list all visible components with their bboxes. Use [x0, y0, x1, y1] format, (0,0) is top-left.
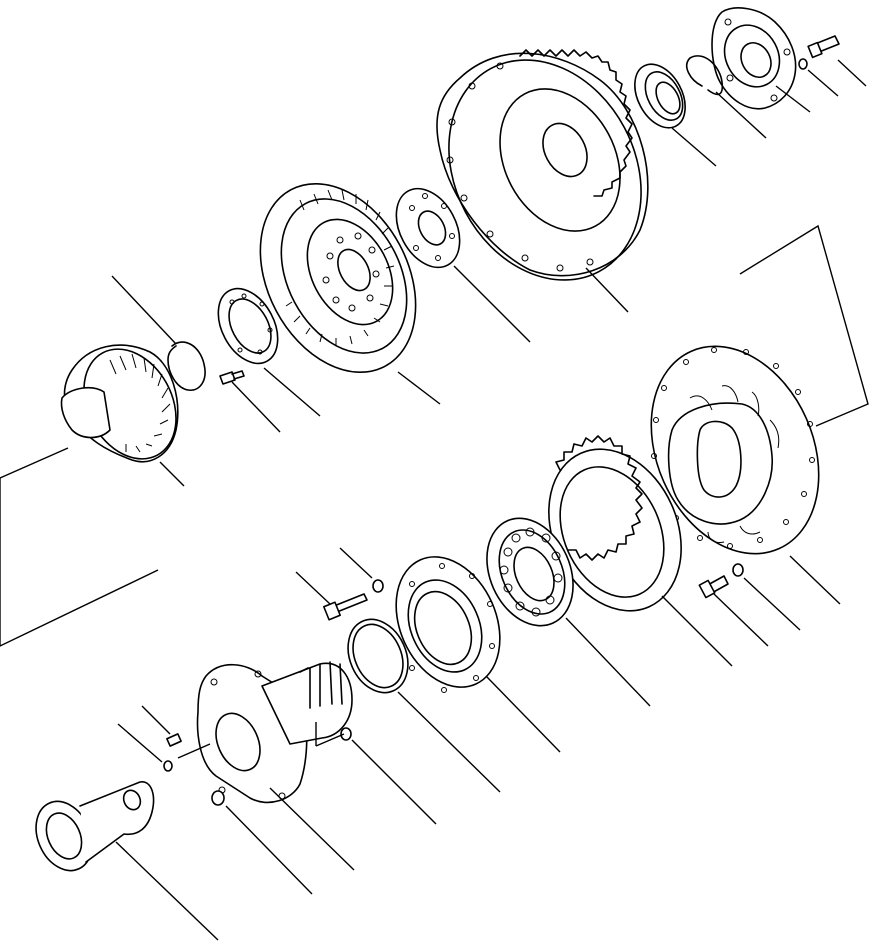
snap-ring-upper — [686, 55, 724, 96]
plug-right — [340, 727, 352, 741]
carrier-bolt — [323, 593, 368, 621]
cap-washer — [798, 58, 808, 70]
thrust-plate-upper — [395, 187, 461, 269]
hub-cap-flange — [711, 7, 797, 110]
cap-bolt — [807, 35, 840, 59]
carrier-washer — [372, 579, 384, 593]
plug-bottom — [211, 790, 225, 806]
ring-gear — [548, 435, 682, 612]
turbine-wheel — [259, 182, 417, 374]
leader-lines — [0, 59, 869, 941]
pump-flange-housing — [196, 661, 353, 804]
drum-housing — [436, 49, 649, 281]
seal-carrier — [395, 556, 501, 693]
plate-washer — [732, 563, 744, 577]
dowel-pin — [166, 733, 182, 747]
small-bolt-upper — [219, 370, 245, 385]
o-ring — [347, 618, 409, 694]
bearing-upper — [634, 63, 686, 129]
stator-reactor — [60, 344, 179, 463]
plate-bolt — [698, 575, 729, 599]
ball-bearing — [486, 517, 574, 627]
snap-ring-middle — [167, 341, 206, 391]
shaft-sleeve — [35, 781, 155, 872]
backing-plate — [650, 345, 820, 555]
small-plug — [163, 760, 173, 772]
lock-washer-upper — [217, 287, 279, 365]
